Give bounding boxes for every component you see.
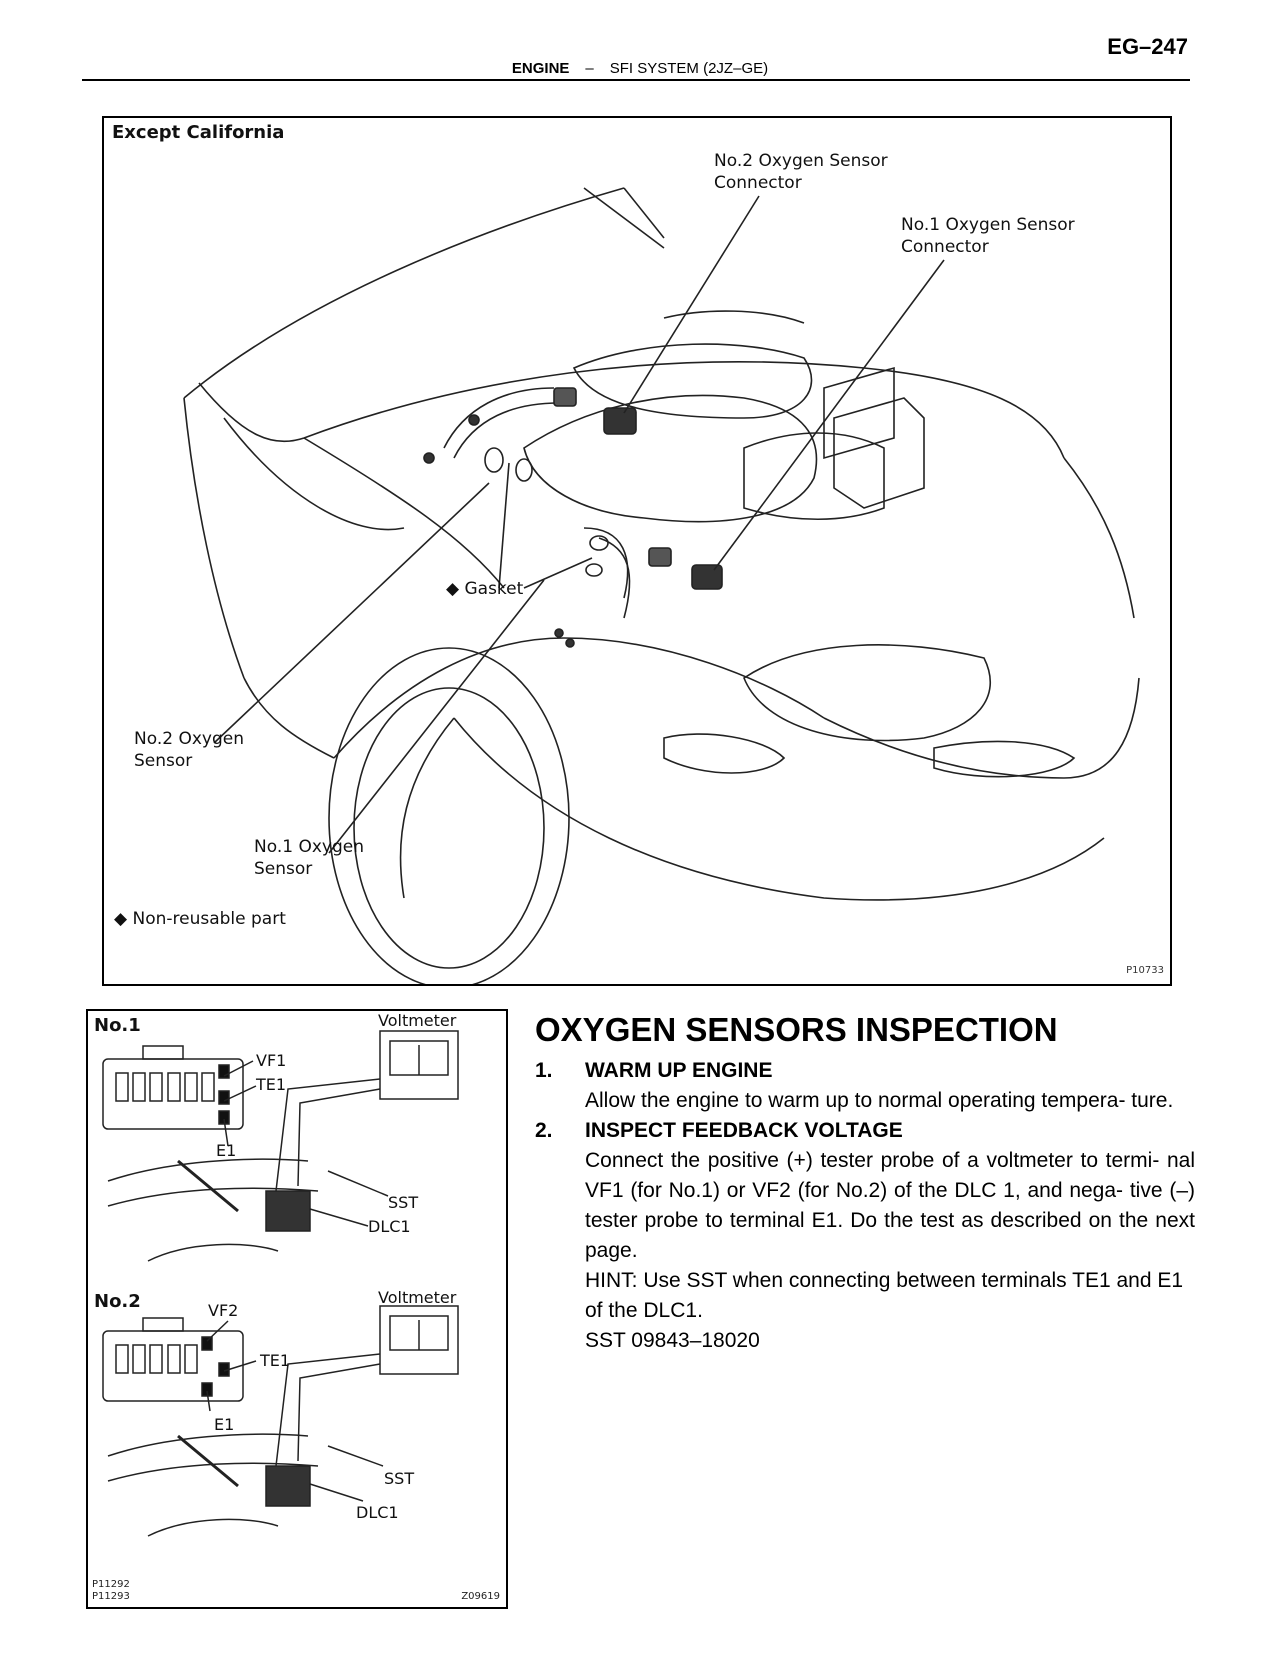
te1-label-1: TE1 xyxy=(256,1075,287,1094)
step-number: 1. xyxy=(535,1059,553,1082)
dlc1-label-2: DLC1 xyxy=(356,1503,399,1522)
step-title: WARM UP ENGINE xyxy=(585,1059,773,1082)
vf1-label: VF1 xyxy=(256,1051,287,1070)
header-rule xyxy=(82,79,1190,81)
e1-label-1: E1 xyxy=(216,1141,237,1160)
no1-label: No.1 xyxy=(94,1015,141,1036)
voltmeter-label-1: Voltmeter xyxy=(378,1011,457,1030)
hint-text: HINT: Use SST when connecting between te… xyxy=(585,1269,1184,1322)
step-body: Connect the positive (+) tester probe of… xyxy=(585,1149,1195,1262)
step-number: 2. xyxy=(535,1119,553,1142)
gasket-label: ◆ Gasket xyxy=(446,579,524,599)
step-1: 1. WARM UP ENGINE Allow the engine to wa… xyxy=(535,1056,1195,1116)
figure-title: Except California xyxy=(112,122,285,143)
no2-label: No.2 xyxy=(94,1291,141,1312)
sst-number: SST 09843–18020 xyxy=(585,1329,760,1352)
legend-non-reusable: ◆ Non-reusable part xyxy=(114,909,286,929)
figure-code-3: Z09619 xyxy=(461,1591,500,1602)
step-2: 2. INSPECT FEEDBACK VOLTAGE Connect the … xyxy=(535,1116,1195,1356)
dlc1-drawing xyxy=(102,1030,459,1537)
figure-codes: P11292 P11293 xyxy=(92,1579,130,1602)
header-separator: – xyxy=(585,60,594,77)
step-title: INSPECT FEEDBACK VOLTAGE xyxy=(585,1119,903,1142)
no2-sensor-label: No.2 Oxygen Sensor xyxy=(134,729,244,771)
section-title: ENGINE xyxy=(511,60,570,77)
engine-bay-figure: Except California No.2 Oxygen Sensor Con… xyxy=(102,116,1172,986)
section-heading: OXYGEN SENSORS INSPECTION xyxy=(535,1011,1058,1048)
dlc1-label-1: DLC1 xyxy=(368,1217,411,1236)
diamond-icon: ◆ xyxy=(446,579,460,599)
sst-label-1: SST xyxy=(388,1193,419,1212)
figure-code: P10733 xyxy=(1126,965,1164,976)
no1-sensor-connector-label: No.1 Oxygen Sensor Connector xyxy=(901,215,1075,257)
e1-label-2: E1 xyxy=(214,1415,235,1434)
no2-sensor-connector-label: No.2 Oxygen Sensor Connector xyxy=(714,151,888,193)
voltmeter-label-2: Voltmeter xyxy=(378,1288,457,1307)
no1-sensor-label: No.1 Oxygen Sensor xyxy=(254,837,364,879)
vf2-label: VF2 xyxy=(208,1301,239,1320)
te1-label-2: TE1 xyxy=(260,1351,291,1370)
page-number: EG–247 xyxy=(1107,34,1188,59)
inspection-text: OXYGEN SENSORS INSPECTION 1. WARM UP ENG… xyxy=(535,1010,1195,1356)
running-header: ENGINE–SFI SYSTEM (2JZ–GE) xyxy=(0,60,1280,77)
step-body: Allow the engine to warm up to normal op… xyxy=(585,1089,1174,1112)
diamond-icon: ◆ xyxy=(114,909,128,929)
sst-label-2: SST xyxy=(384,1469,415,1488)
engine-bay-drawing xyxy=(183,187,1140,984)
subsection-title: SFI SYSTEM (2JZ–GE) xyxy=(609,60,769,77)
dlc1-voltmeter-figure: No.1 Voltmeter VF1 TE1 E1 SST DLC1 No.2 … xyxy=(86,1009,508,1609)
